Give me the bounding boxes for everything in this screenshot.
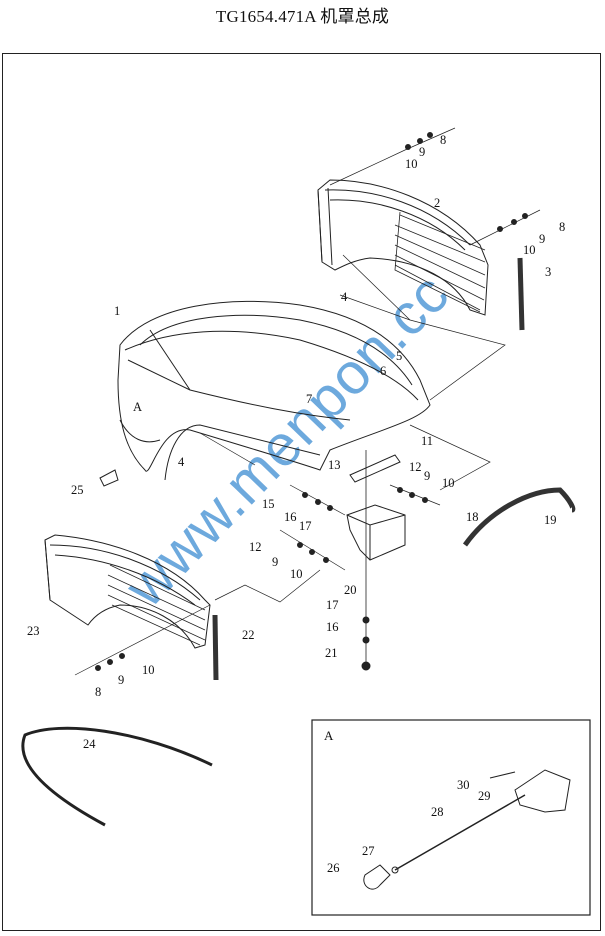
callout-label: 3 [545,265,552,279]
callout-label: 9 [272,555,279,569]
callout-label: 1 [114,304,121,318]
callout-label: 17 [299,519,312,533]
callout-label: 10 [442,476,455,490]
callout-label: 17 [326,598,339,612]
left-side-panel [44,534,211,649]
detail-a-box [311,719,591,916]
callout-label: A [133,400,143,414]
callout-label: 5 [396,349,403,363]
callout-label: 4 [178,455,185,469]
callout-label: 23 [27,624,40,638]
callout-label: 9 [419,145,426,159]
drawing-title: TG1654.471A 机罩总成 [215,7,390,26]
callout-label: 16 [284,510,297,524]
callout-label: 26 [327,861,340,875]
callout-label: 9 [424,469,431,483]
callout-label: 2 [434,196,441,210]
callout-label: 25 [71,483,84,497]
callout-label: 12 [249,540,262,554]
callout-label: 16 [326,620,339,634]
callout-label: 10 [142,663,155,677]
callout-label: 21 [325,646,338,660]
callout-label: 8 [440,133,447,147]
callout-label: 13 [328,458,341,472]
detail-a-parts [363,769,571,890]
callout-label: 15 [262,497,275,511]
callout-label: 28 [431,805,444,819]
detail-a-label: A [324,728,334,743]
drawing-frame [2,53,601,931]
callout-label: 20 [344,583,357,597]
callout-label: 4 [341,290,348,304]
callout-label: 18 [466,510,479,524]
callout-label: 19 [544,513,557,527]
callout-label: 7 [306,392,313,406]
right-side-panel [317,179,489,316]
callout-label: 10 [405,157,418,171]
callout-label: 30 [457,778,470,792]
callout-label: 11 [421,434,434,448]
callout-label: 8 [95,685,102,699]
callout-label: 24 [83,737,96,751]
callout-label: 9 [118,673,125,687]
washers-and-bolts [95,132,528,671]
callout-label: 10 [523,243,536,257]
hood-latch [349,454,401,483]
callout-label: 10 [290,567,303,581]
callout-label: 27 [362,844,375,858]
rubber-strip-3 [517,257,525,331]
hood-bracket [346,504,406,561]
callout-label: 8 [559,220,566,234]
rubber-seal-24 [21,726,213,827]
hood-part [117,300,431,481]
callout-label: 12 [409,460,422,474]
callout-label: 29 [478,789,491,803]
rubber-strip-22 [212,614,219,681]
callout-label: 6 [380,364,387,378]
callout-label: 9 [539,232,546,246]
rubber-seal-19 [462,487,576,547]
callout-label: 22 [242,628,255,642]
small-bracket-25 [99,469,119,487]
